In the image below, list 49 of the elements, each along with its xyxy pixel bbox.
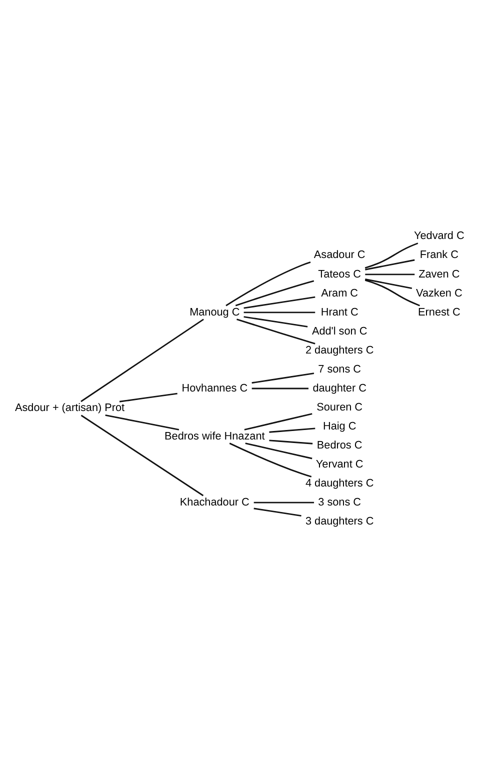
node-text: Khachadour C [180, 496, 250, 508]
connector [364, 242, 418, 268]
connector [365, 273, 415, 275]
node-text: 3 sons C [318, 496, 362, 508]
connector [269, 427, 316, 432]
node-text: 3 daughters C [305, 514, 374, 527]
connector [226, 261, 311, 306]
connector [365, 278, 412, 289]
connector [244, 296, 316, 308]
connector [244, 316, 308, 327]
connector [254, 507, 302, 516]
node-text: Hrant C [320, 306, 358, 318]
node-text: Hovhannes C [182, 382, 248, 394]
node-text: 2 daughters C [305, 344, 374, 356]
node-text: Add'l son C [312, 324, 368, 337]
node-text: daughter C [312, 382, 366, 394]
connector [229, 442, 312, 477]
node-text: Bedros wife Hnazant [164, 430, 265, 442]
connector [105, 414, 180, 430]
connector [365, 258, 415, 270]
connector [254, 501, 314, 503]
connector [244, 412, 312, 430]
node-text: Ernest C [418, 306, 460, 318]
node-text: Asdour + (artisan) Prot [15, 402, 125, 414]
node-text: Asadour C [314, 248, 366, 261]
node-text: 4 daughters C [305, 476, 374, 489]
connector [80, 414, 204, 496]
node-text: Vazken C [416, 286, 462, 299]
node-text: Yervant C [316, 458, 364, 470]
node-text: Bedros C [316, 438, 362, 451]
connector [235, 280, 314, 306]
node-text: Yedvard C [414, 230, 464, 242]
connector [80, 318, 204, 402]
connector [364, 279, 420, 306]
connector [245, 442, 312, 459]
node-text: Haig C [322, 420, 356, 432]
node-text: Zaven C [418, 268, 460, 280]
node-text: Aram C [321, 286, 358, 299]
node-text: Souren C [316, 400, 363, 413]
node-text: Manoug C [190, 306, 240, 318]
connector [269, 439, 313, 444]
node-text: Tateos C [318, 268, 362, 280]
connector [244, 311, 316, 313]
connector [252, 387, 308, 389]
node-text: Frank C [420, 248, 458, 261]
connector [236, 318, 316, 344]
node-text: 7 sons C [318, 362, 362, 375]
connector [119, 392, 178, 402]
connector [252, 372, 314, 384]
